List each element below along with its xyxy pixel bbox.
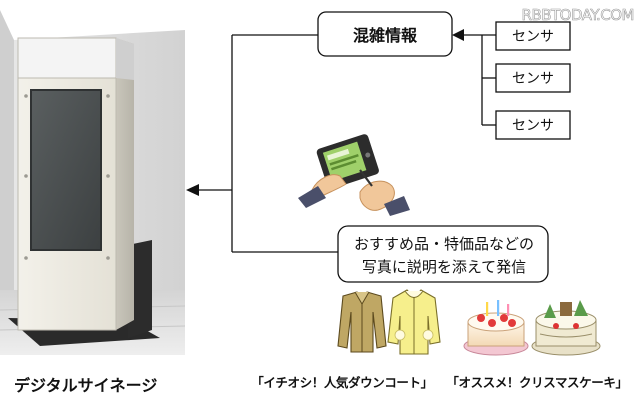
congestion-info-box	[317, 11, 453, 57]
strawberry-cake-icon	[463, 300, 529, 356]
sensor-label-1: センサ	[512, 29, 554, 45]
arrow-to-congestion-info	[452, 29, 464, 41]
congestion-info-label: 混雑情報	[352, 26, 417, 45]
signage-label: デジタルサイネージ	[14, 376, 158, 395]
coat-icon	[337, 291, 387, 353]
sensor-label-3: センサ	[512, 118, 554, 134]
arrow-to-signage	[186, 184, 199, 196]
sensor-label-2: センサ	[512, 71, 554, 87]
digital-signage-illustration	[0, 0, 186, 360]
sensor-box-2	[495, 63, 571, 93]
message-box	[337, 225, 549, 283]
caption-left: 「イチオシ！人気ダウンコート」	[251, 375, 433, 390]
fleece-jacket-icon	[387, 289, 441, 355]
sensor-box-1	[495, 21, 571, 51]
connector-lines	[196, 34, 496, 253]
caption-right: 「オススメ！クリスマスケーキ」	[446, 375, 628, 390]
sensor-box-3	[495, 110, 571, 140]
christmas-cake-icon	[531, 300, 601, 356]
message-line-2: 写真に説明を添えて発信	[361, 258, 527, 276]
message-line-1: おすすめ品・特価品などの	[353, 235, 534, 253]
tablet-with-hands-icon	[298, 134, 410, 216]
watermark-text: RBBTODAY.COM	[521, 6, 635, 25]
